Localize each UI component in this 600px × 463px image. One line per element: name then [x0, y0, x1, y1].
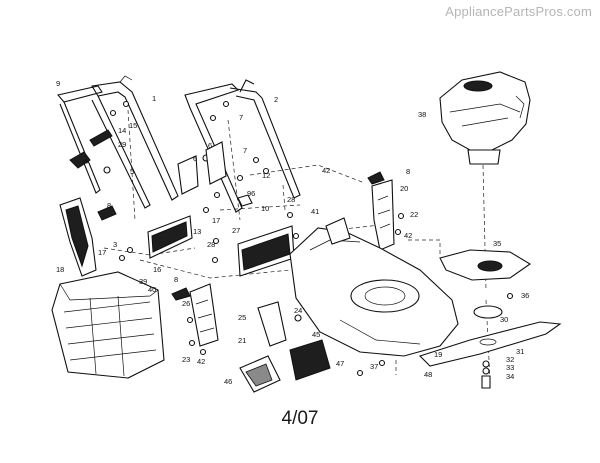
callout-8: 8 — [406, 167, 410, 176]
callout-3: 3 — [113, 240, 117, 249]
callout-28: 28 — [287, 195, 295, 204]
callout-17: 17 — [98, 248, 106, 257]
callout-46: 46 — [224, 377, 232, 386]
callout-21: 21 — [238, 336, 246, 345]
callout-9: 9 — [56, 79, 60, 88]
callout-32: 32 — [506, 355, 514, 364]
callout-25: 25 — [238, 313, 246, 322]
handle-brackets[interactable] — [177, 141, 395, 251]
callout-1: 1 — [152, 94, 156, 103]
callout-37: 37 — [370, 362, 378, 371]
callout-8: 8 — [174, 275, 178, 284]
callout-12: 12 — [262, 171, 270, 180]
discharge-chute-18[interactable] — [59, 197, 97, 277]
callout-17: 17 — [212, 216, 220, 225]
callout-2: 2 — [274, 95, 278, 104]
callout-23: 23 — [182, 355, 190, 364]
callout-14: 14 — [118, 126, 126, 135]
grass-bag[interactable] — [51, 271, 165, 379]
engine[interactable] — [439, 71, 531, 165]
callout-22: 22 — [410, 210, 418, 219]
callout-40: 40 — [148, 285, 156, 294]
callout-7: 7 — [239, 113, 243, 122]
callout-41: 41 — [311, 207, 319, 216]
rear-panels[interactable] — [147, 215, 295, 277]
callout-34: 34 — [506, 372, 514, 381]
callout-7: 7 — [243, 146, 247, 155]
callout-29: 29 — [118, 140, 126, 149]
callout-26: 26 — [182, 299, 190, 308]
callout-42: 42 — [197, 357, 205, 366]
callout-42: 42 — [404, 231, 412, 240]
mower-deck[interactable] — [289, 217, 459, 357]
callout-96: 96 — [247, 189, 255, 198]
callout-48: 48 — [424, 370, 432, 379]
callout-38: 38 — [418, 110, 426, 119]
callout-15: 15 — [129, 121, 137, 130]
callout-20: 20 — [400, 184, 408, 193]
callout-labels: 9 1 2 14 15 7 29 4 5 6 6 7 38 8 8 12 96 … — [56, 79, 529, 386]
lower-handle-left[interactable] — [56, 75, 179, 209]
hardware — [69, 100, 514, 389]
callout-18: 18 — [56, 265, 64, 274]
callout-27: 27 — [232, 226, 240, 235]
callout-8: 8 — [107, 201, 111, 210]
assembly-lines — [103, 109, 491, 381]
callout-47: 47 — [336, 359, 344, 368]
callout-19: 19 — [434, 350, 442, 359]
callout-36: 36 — [521, 291, 529, 300]
callout-42: 42 — [322, 166, 330, 175]
plates[interactable] — [239, 301, 331, 393]
callout-24: 24 — [294, 306, 302, 315]
height-adjust-bracket[interactable] — [189, 283, 219, 347]
callout-6: 6 — [208, 141, 212, 150]
callout-16: 16 — [153, 265, 161, 274]
callout-35: 35 — [493, 239, 501, 248]
callout-31: 31 — [516, 347, 524, 356]
callout-4: 4 — [84, 157, 88, 166]
callout-13: 13 — [193, 227, 201, 236]
callout-5: 5 — [130, 167, 134, 176]
callout-39: 39 — [139, 277, 147, 286]
diagram-code: 4/07 — [281, 408, 319, 429]
watermark: AppliancePartsPros.com — [445, 4, 592, 19]
blade-assembly[interactable] — [418, 249, 562, 367]
callout-45: 45 — [312, 330, 320, 339]
callout-6: 6 — [193, 154, 197, 163]
callout-30: 30 — [500, 315, 508, 324]
callout-10: 10 — [261, 204, 269, 213]
callout-28: 28 — [207, 240, 215, 249]
callout-33: 33 — [506, 363, 514, 372]
